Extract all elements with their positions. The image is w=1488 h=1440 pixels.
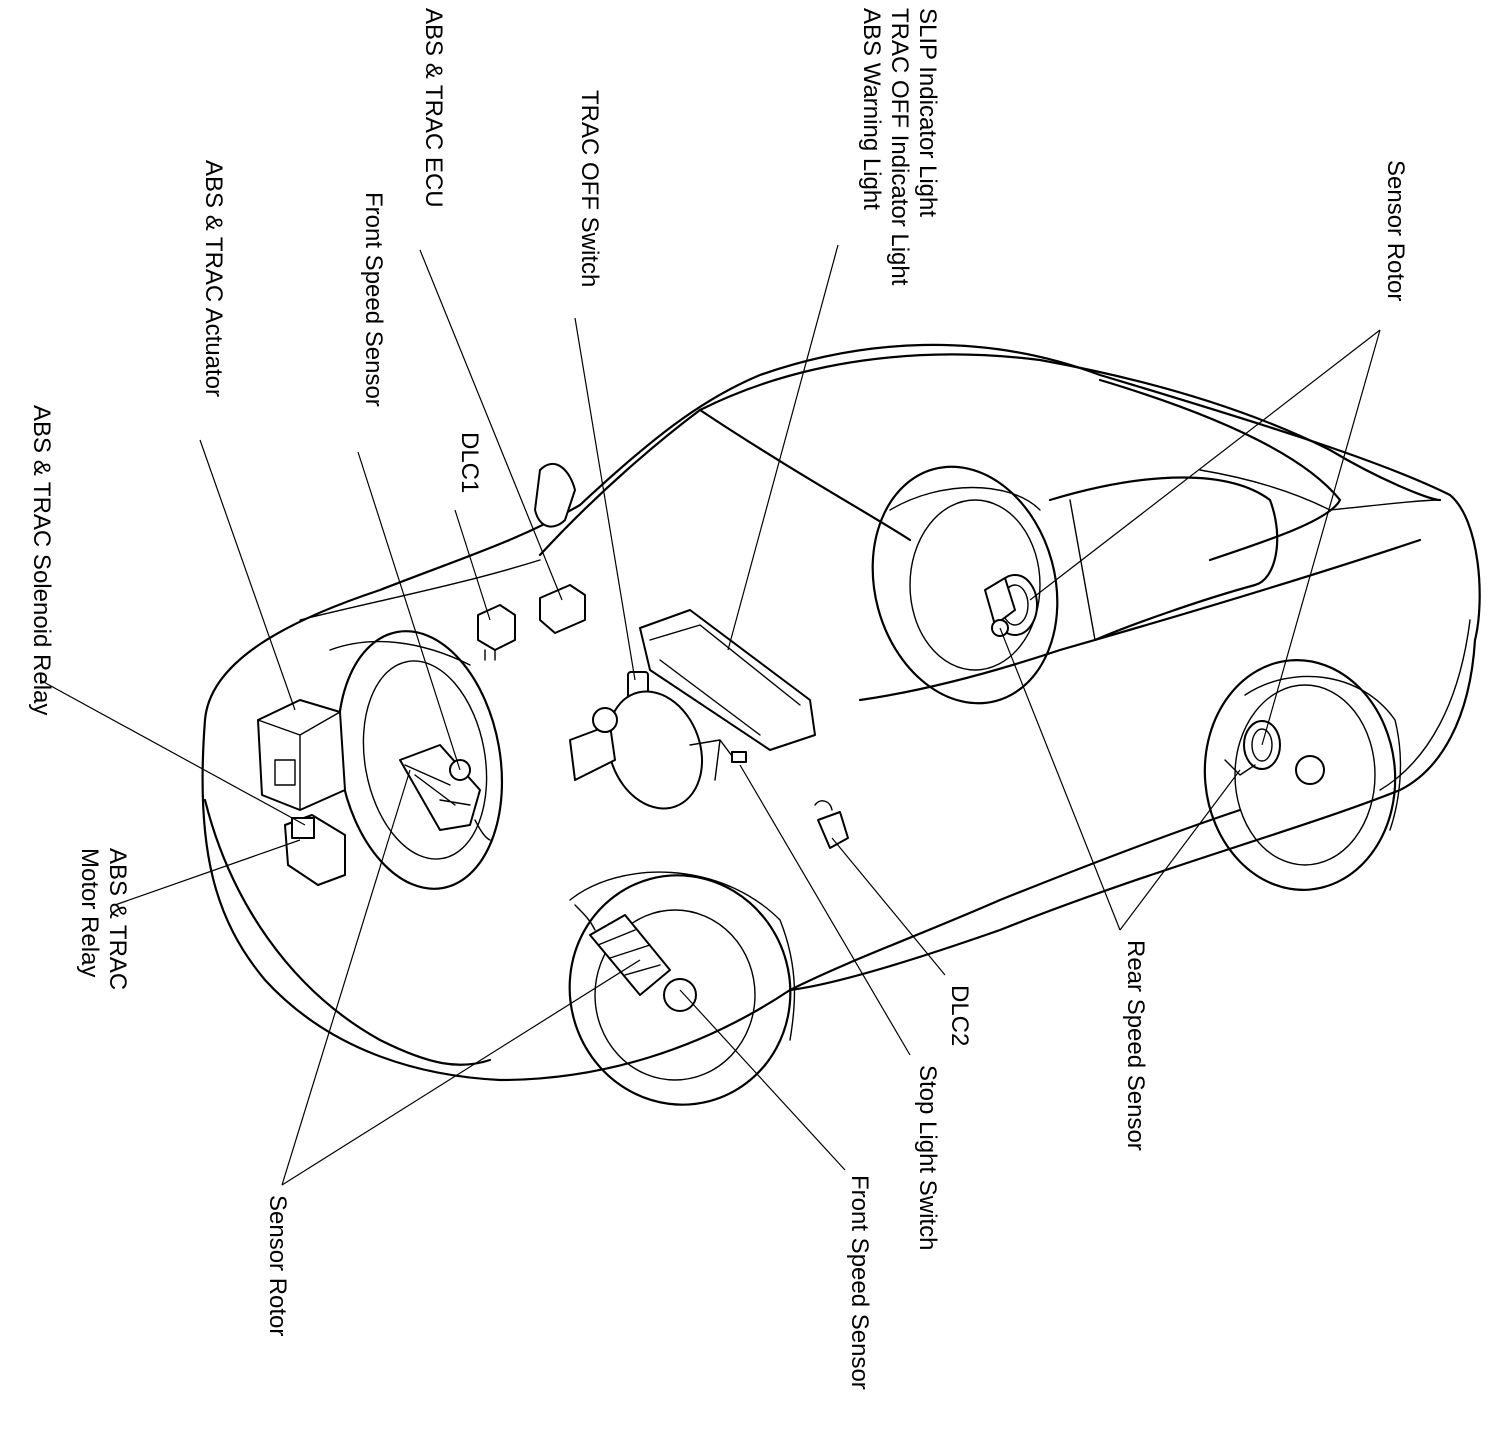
label-trac-off-indicator: TRAC OFF Indicator Light	[886, 8, 913, 286]
leader-front-speed-sensor-bottom	[679, 989, 846, 1171]
label-ecu: ABS & TRAC ECU	[420, 8, 447, 208]
b-pillar	[1069, 499, 1096, 641]
leader-actuator	[199, 439, 296, 711]
label-slip-indicator: SLIP Indicator Light	[914, 8, 941, 217]
rear-bumper	[1379, 619, 1471, 791]
label-front-speed-sensor-top: Front Speed Sensor	[360, 192, 387, 407]
leader-rear-speed-sensor-b	[1119, 769, 1241, 931]
lower-body-line	[788, 808, 1242, 992]
label-dlc1: DLC1	[456, 432, 483, 493]
wheel-rear-right	[1203, 659, 1402, 891]
label-abs-warning: ABS Warning Light	[858, 8, 885, 210]
combination-meter-icon	[639, 609, 816, 751]
ecu-icon	[539, 584, 586, 634]
label-motor-relay-line1: ABS & TRAC	[104, 848, 131, 990]
leader-motor-relay	[114, 839, 301, 906]
label-rear-speed-sensor: Rear Speed Sensor	[1122, 940, 1149, 1151]
motor-relay-icon	[284, 814, 346, 886]
leader-ecu	[419, 249, 563, 601]
leader-sensor-rotor-bottom-a	[281, 769, 411, 1186]
door-sill	[858, 538, 1422, 702]
dlc2-icon	[814, 800, 849, 849]
leader-lines	[39, 244, 1381, 1186]
car-outline	[201, 343, 1481, 1082]
leader-front-speed-sensor-top	[357, 451, 461, 771]
wheel-rear-left	[871, 465, 1059, 705]
hood-crease	[299, 559, 541, 621]
dlc1-icon	[477, 604, 516, 661]
brake-booster-icon	[569, 690, 704, 810]
leader-rear-speed-sensor-a	[999, 627, 1121, 931]
leader-sensor-rotor-top-b	[1261, 329, 1381, 746]
rear-speed-sensor-left-icon	[984, 574, 1038, 637]
windshield-line	[538, 408, 912, 557]
leader-stop-light-switch	[739, 764, 911, 1056]
label-motor-relay-line2: Motor Relay	[76, 848, 103, 977]
leader-solenoid-relay	[39, 679, 306, 826]
side-mirror	[534, 462, 576, 528]
label-sensor-rotor-top: Sensor Rotor	[1382, 160, 1409, 301]
front-bumper	[203, 798, 492, 1066]
side-window	[1048, 476, 1279, 642]
leader-dlc2	[831, 837, 946, 976]
leader-trac-off-switch	[574, 317, 636, 681]
actuator-icon	[257, 699, 346, 811]
labels: SLIP Indicator Light TRAC OFF Indicator …	[28, 8, 1409, 1390]
label-front-speed-sensor-bottom: Front Speed Sensor	[846, 1175, 873, 1390]
wheel-front-right	[568, 871, 796, 1106]
rear-window	[1098, 378, 1342, 562]
leader-sensor-rotor-bottom-b	[281, 959, 641, 1186]
trunk-line	[1199, 469, 1441, 511]
front-speed-sensor-left-icon	[399, 744, 491, 841]
label-stop-light-switch: Stop Light Switch	[914, 1065, 941, 1250]
rear-speed-sensor-right-icon	[1224, 720, 1325, 785]
car-body	[201, 343, 1481, 1082]
roof-line	[698, 353, 1442, 502]
label-sensor-rotor-bottom: Sensor Rotor	[264, 1195, 291, 1336]
label-trac-off-switch: TRAC OFF Switch	[576, 90, 603, 287]
label-actuator: ABS & TRAC Actuator	[200, 160, 227, 397]
front-speed-sensor-right-icon	[574, 904, 697, 1012]
leader-indicator-lights	[727, 244, 839, 651]
label-solenoid-relay: ABS & TRAC Solenoid Relay	[28, 405, 55, 715]
stop-light-switch-icon	[689, 739, 747, 781]
label-dlc2: DLC2	[946, 985, 973, 1046]
leader-dlc1	[454, 509, 491, 621]
leader-sensor-rotor-top-a	[1029, 329, 1381, 601]
